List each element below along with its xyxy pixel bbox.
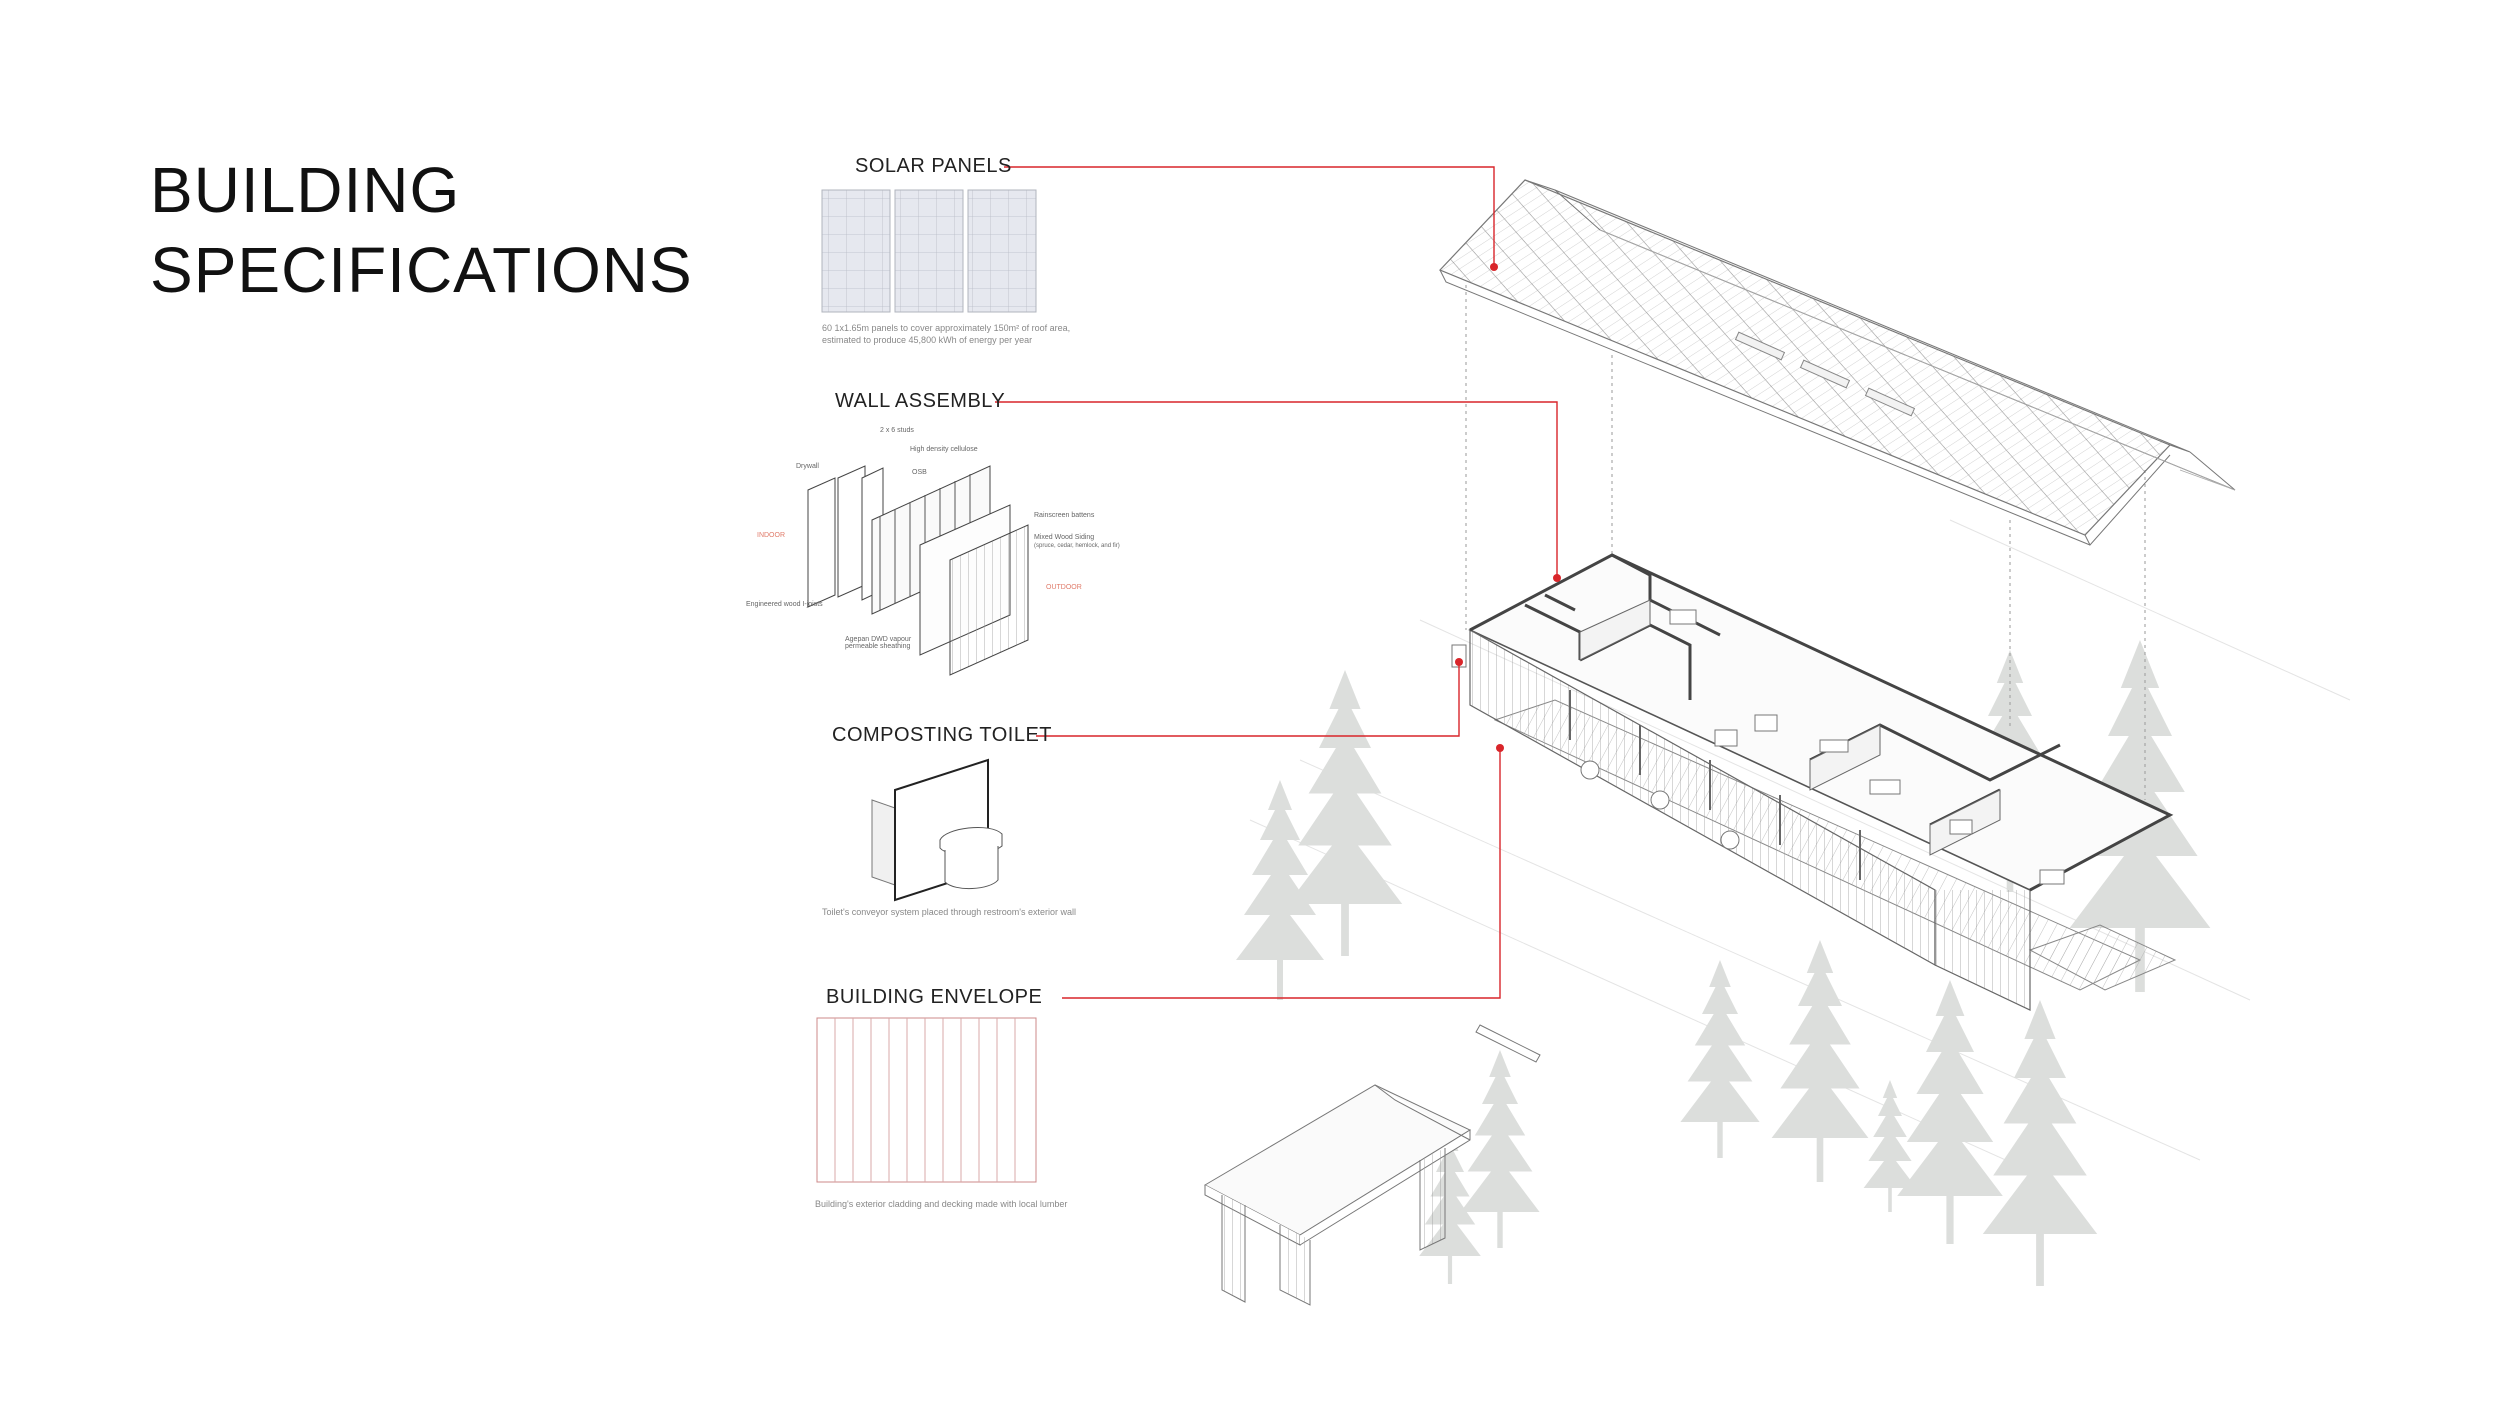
- solar-panels-caption: 60 1x1.65m panels to cover approximately…: [822, 322, 1070, 346]
- envelope-swatch: [816, 1017, 1037, 1183]
- solar-caption-line-2: estimated to produce 45,800 kWh of energ…: [822, 335, 1033, 345]
- page-title: BUILDING SPECIFICATIONS: [150, 150, 693, 310]
- callout-battens: Rainscreen battens: [1034, 512, 1095, 519]
- sheathing-line-1: Agepan DWD vapour: [845, 636, 912, 643]
- pavilion: [1203, 1024, 1541, 1306]
- wall-assembly-diagram: [807, 465, 1029, 676]
- callout-siding: Mixed Wood Siding: [1034, 534, 1095, 541]
- callout-siding-note: (spruce, cedar, hemlock, and fir): [1034, 543, 1120, 549]
- callout-sheathing: Agepan DWD vapour permeable sheathing: [845, 636, 911, 650]
- callout-outdoor: OUTDOOR: [1046, 584, 1082, 591]
- callout-indoor: INDOOR: [757, 532, 785, 539]
- building-envelope-label: BUILDING ENVELOPE: [826, 986, 1043, 1008]
- solar-panel-swatch: [821, 189, 1037, 313]
- leader-dots: [1455, 263, 1561, 752]
- callout-studs: 2 x 6 studs: [880, 427, 914, 434]
- building: [1451, 553, 2177, 1011]
- roof: [1438, 179, 2236, 546]
- solar-caption-line-1: 60 1x1.65m panels to cover approximately…: [822, 323, 1071, 333]
- toilet-diagram: [871, 758, 1003, 902]
- callout-drywall: Drywall: [796, 463, 819, 470]
- sheathing-line-2: permeable sheathing: [845, 643, 911, 650]
- leader-lines: [995, 166, 1558, 999]
- solar-panels-label: SOLAR PANELS: [855, 155, 1012, 177]
- title-line-2: SPECIFICATIONS: [150, 234, 693, 306]
- composting-toilet-caption: Toilet's conveyor system placed through …: [822, 907, 1077, 917]
- title-line-1: BUILDING: [150, 154, 461, 226]
- building-envelope-caption: Building's exterior cladding and decking…: [815, 1199, 1068, 1209]
- callout-insulation: High density cellulose: [910, 446, 978, 453]
- callout-osb: OSB: [912, 469, 927, 476]
- callout-joists: Engineered wood I-joists: [746, 601, 823, 608]
- wall-assembly-label: WALL ASSEMBLY: [835, 390, 1006, 412]
- composting-toilet-label: COMPOSTING TOILET: [832, 724, 1053, 746]
